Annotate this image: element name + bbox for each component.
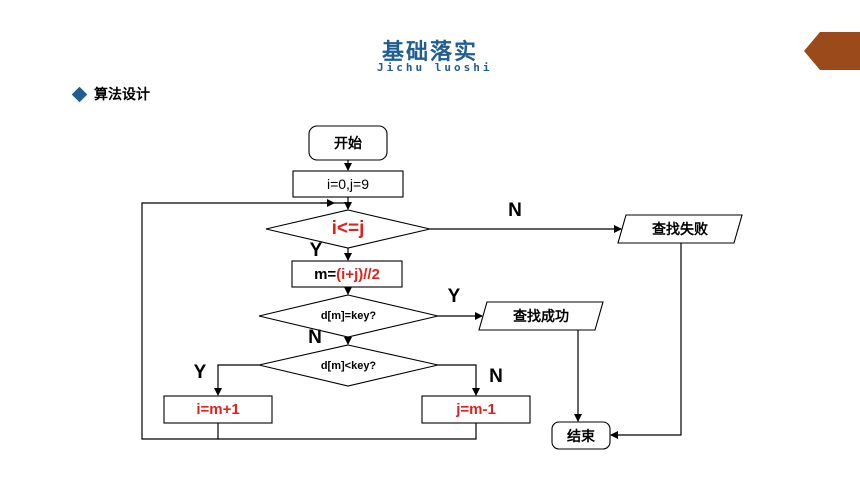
arrow-less-assign-j — [438, 364, 480, 396]
init-label: i=0,j=9 — [326, 176, 370, 192]
end-label: 结束 — [567, 428, 595, 445]
join-j-line — [218, 423, 477, 440]
init-node — [292, 170, 404, 198]
equal-condition-label: d[m]=key? — [320, 310, 377, 322]
loop-back-line — [141, 202, 346, 440]
compute-label: m=(i+j)//2 — [292, 261, 402, 287]
less-yes-label: Y — [193, 362, 207, 383]
arrow-less-assign-i — [214, 364, 259, 396]
page-title: 基础落实 — [381, 40, 478, 65]
loop-no-label: N — [508, 200, 522, 221]
page-subtitle: Jichu luoshi — [377, 61, 493, 74]
fail-label: 查找失败 — [652, 222, 708, 238]
arrow-fail-end — [610, 243, 682, 439]
fail-node — [617, 214, 743, 244]
corner-tab-arrow-icon — [804, 32, 860, 70]
section-heading: 算法设计 — [71, 84, 150, 104]
success-node — [478, 301, 604, 331]
start-label: 开始 — [334, 136, 362, 152]
loop-condition-label: i<=j — [331, 218, 365, 239]
compute-expression: (i+j)//2 — [336, 265, 380, 283]
equal-no-label: N — [308, 327, 322, 348]
success-label: 查找成功 — [513, 309, 569, 325]
assign-j-label: j=m-1 — [456, 401, 496, 418]
compute-prefix: m= — [314, 265, 337, 283]
section-label: 算法设计 — [94, 87, 150, 103]
less-condition-diamond — [258, 344, 439, 387]
compute-node — [291, 260, 403, 288]
less-condition-label: d[m]<key? — [320, 359, 377, 372]
equal-yes-label: Y — [447, 286, 461, 307]
assign-i-label: i=m+1 — [196, 401, 240, 418]
loop-yes-label: Y — [309, 240, 323, 261]
less-no-label: N — [489, 366, 503, 387]
